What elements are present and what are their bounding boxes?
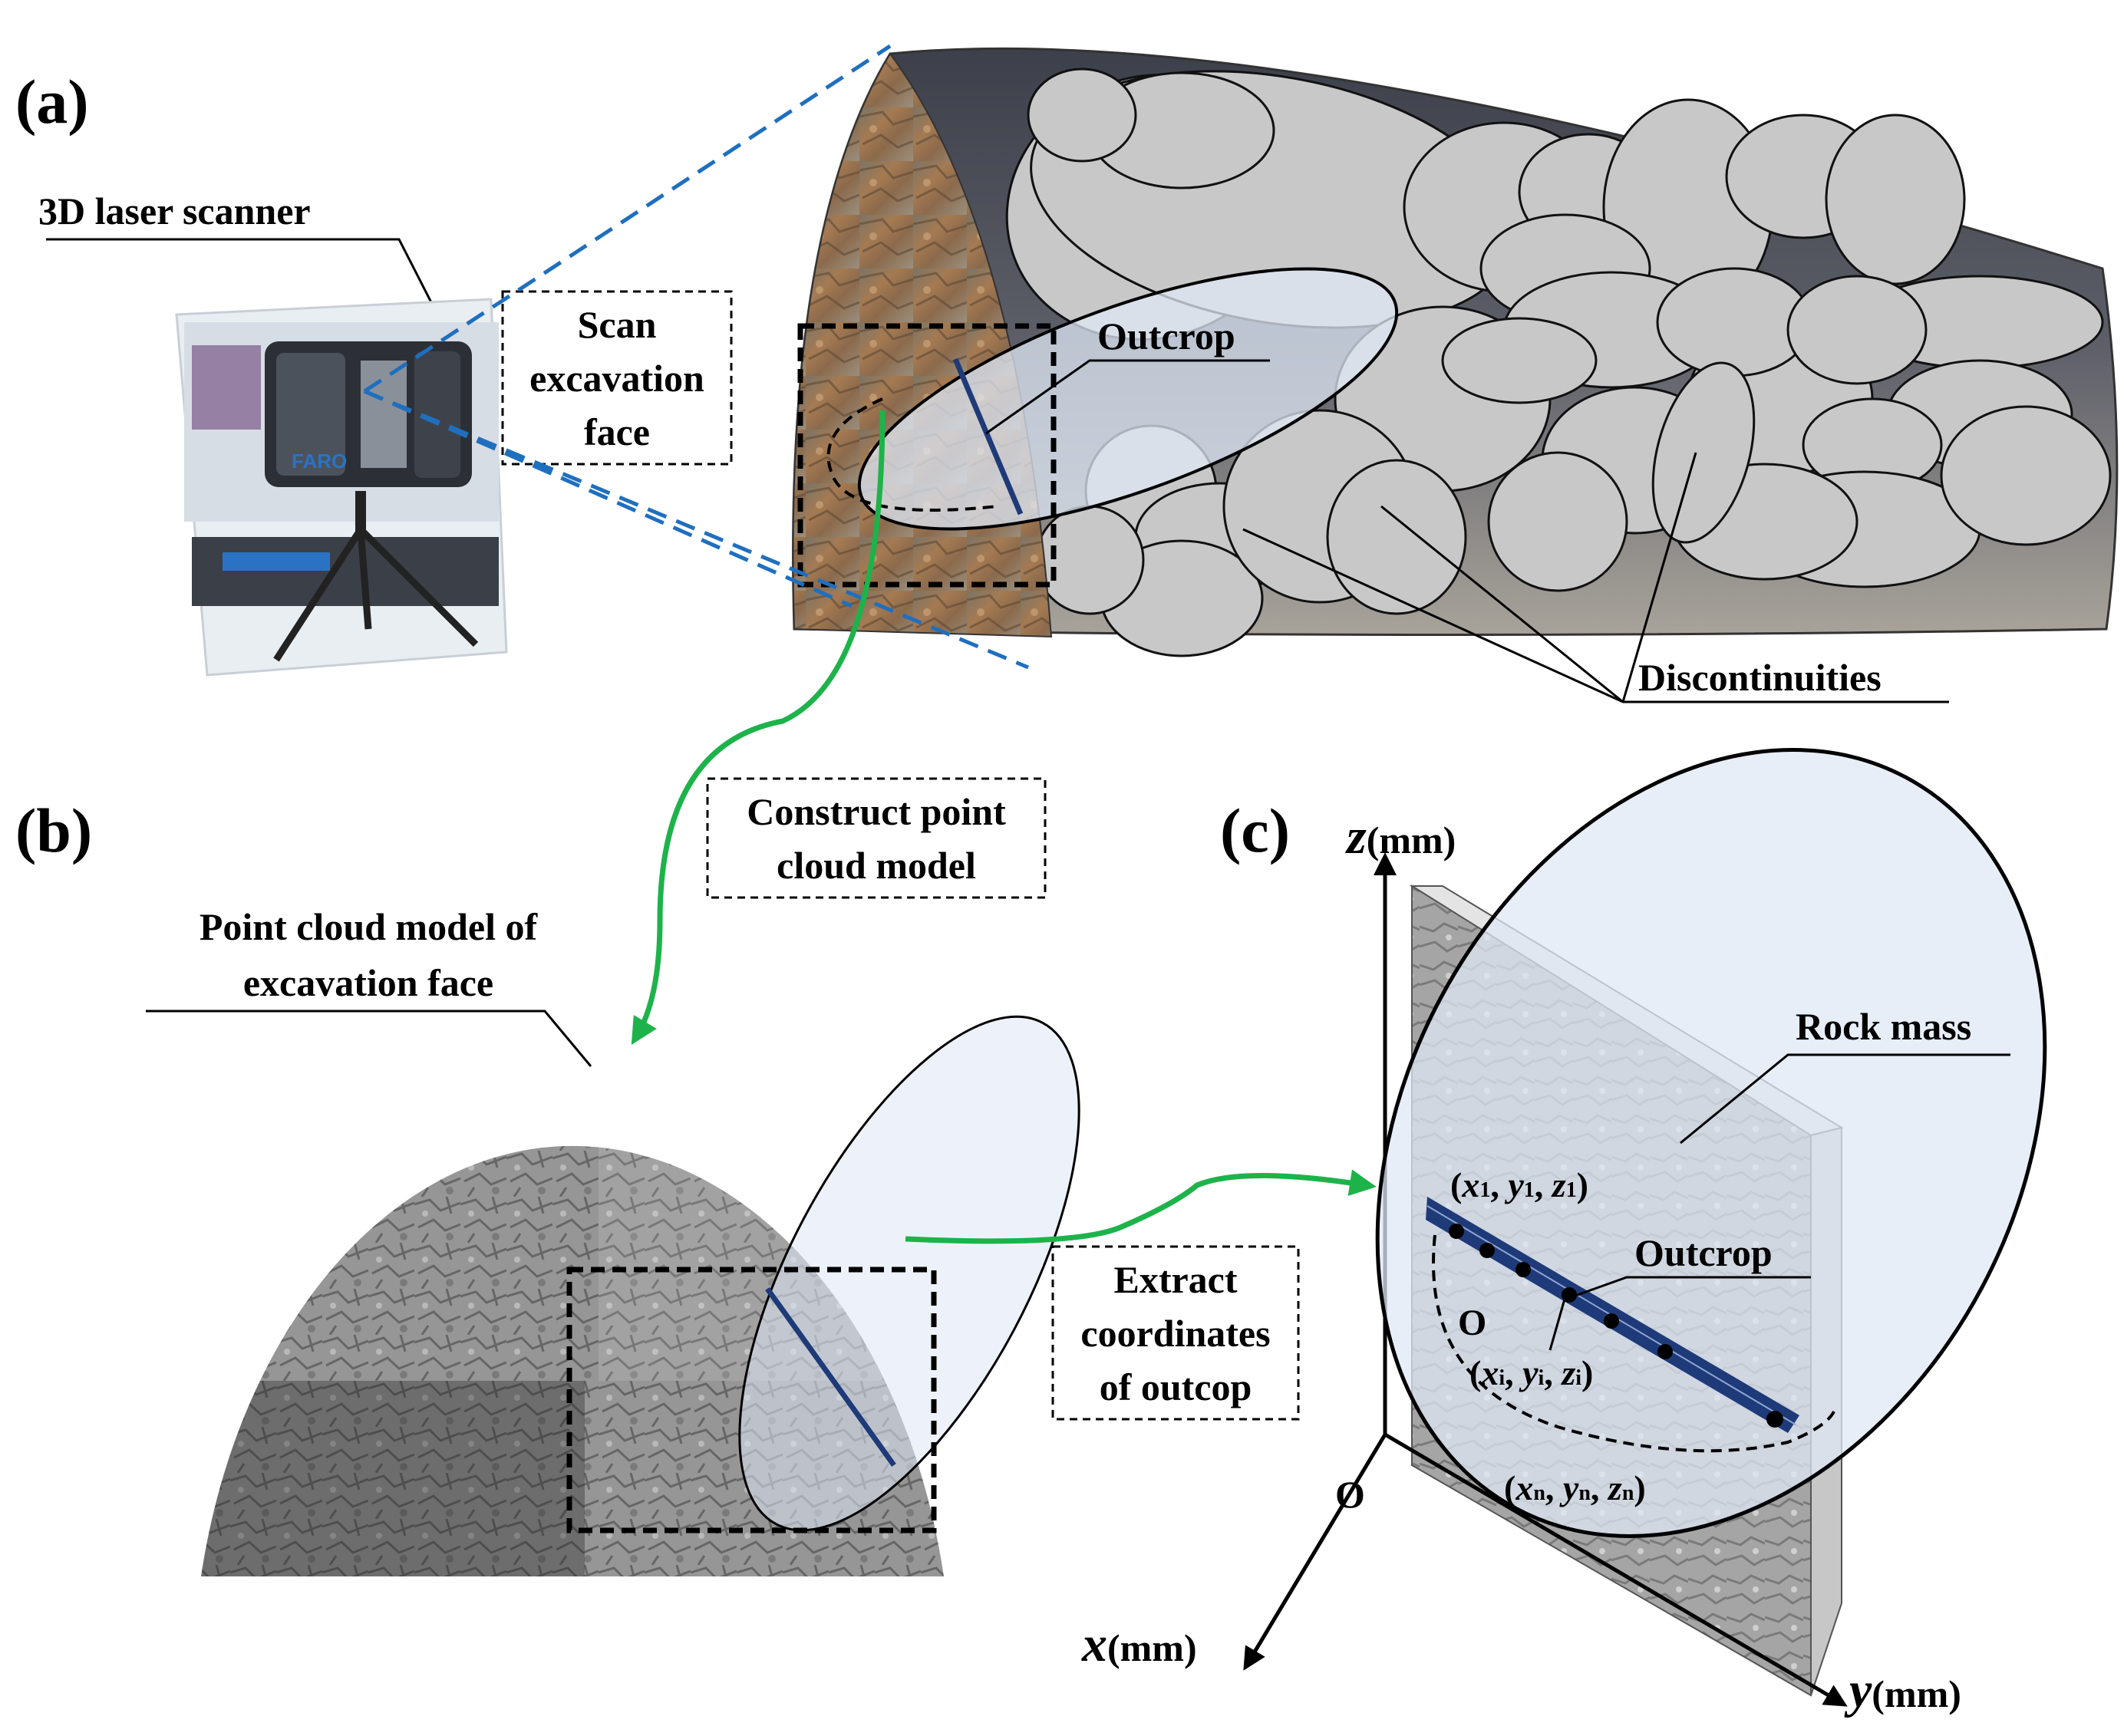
outcrop-trace-a xyxy=(952,357,1024,516)
model-leader xyxy=(146,1010,592,1067)
outcrop-label-a: Outcrop xyxy=(1097,315,1235,357)
flow-arrow-construct xyxy=(631,410,886,1046)
panel-label-b: (b) xyxy=(15,796,92,865)
scan-excavation-box: Scan excavation face xyxy=(501,290,733,466)
point-i-leader xyxy=(1548,1296,1567,1351)
panel-label-a: (a) xyxy=(15,67,89,137)
extract-box-line-3: of outcop xyxy=(1100,1365,1252,1408)
origin-label: O xyxy=(1335,1473,1365,1516)
construct-box: Construct point cloud model xyxy=(706,777,1047,899)
construct-box-line-2: cloud model xyxy=(777,844,976,887)
discontinuities-label: Discontinuities xyxy=(1638,656,1882,699)
flow-arrow-extract xyxy=(905,1169,1377,1244)
scanner-device: FARO xyxy=(265,341,472,487)
scanner-leader-line xyxy=(46,238,435,308)
panel-label-c: (c) xyxy=(1220,796,1290,865)
discontinuity-plane-c xyxy=(1375,748,2047,1538)
discontinuity-ellipses xyxy=(1005,68,2112,657)
scanner-photo: FARO xyxy=(175,298,508,677)
point-n-label: (xn, yn, zn) xyxy=(1504,1468,1646,1507)
scan-beams xyxy=(363,44,1029,670)
y-axis xyxy=(1384,1432,1848,1707)
extract-box-line-1: Extract xyxy=(1113,1258,1237,1301)
construct-box-line-1: Construct point xyxy=(747,790,1006,833)
outcrop-leader-c xyxy=(1572,1276,1811,1298)
discontinuities-leaders xyxy=(1242,452,1949,703)
x-axis-label: x(mm) xyxy=(1081,1616,1197,1672)
model-label-line-1: Point cloud model of xyxy=(200,905,539,948)
point-i-label: (xi, yi, zi) xyxy=(1469,1353,1593,1392)
scan-box-line-2: excavation xyxy=(529,357,704,400)
x-axis xyxy=(1243,1433,1387,1671)
model-label-line-2: excavation face xyxy=(243,961,493,1004)
scanner-brand: FARO xyxy=(292,450,347,473)
point-1-label: (x1, y1, z1) xyxy=(1450,1165,1588,1204)
extract-box-line-2: coordinates xyxy=(1080,1312,1270,1355)
extract-box: Extract coordinates of outcop xyxy=(1051,1245,1300,1421)
rock-mass-leader xyxy=(1680,1053,2010,1145)
z-axis-label: z(mm) xyxy=(1345,809,1456,865)
outcrop-label-c: Outcrop xyxy=(1634,1231,1773,1274)
outcrop-trace-b xyxy=(765,1286,896,1468)
tunnel-model xyxy=(792,47,2119,657)
scan-box-line-1: Scan xyxy=(578,303,657,346)
y-axis-label: y(mm) xyxy=(1844,1662,1961,1718)
outcrop-leader-a xyxy=(985,359,1270,435)
point-cloud-model xyxy=(201,1015,1080,1576)
outcrop-trace-c xyxy=(1426,1197,1799,1433)
point-cloud-highlight-box xyxy=(566,1267,937,1533)
face-highlight-box xyxy=(797,323,1057,588)
rock-mass-label: Rock mass xyxy=(1796,1005,1971,1048)
scanner-label: 3D laser scanner xyxy=(38,189,311,232)
local-origin-label: O xyxy=(1458,1303,1486,1343)
scan-box-line-3: face xyxy=(584,410,650,453)
